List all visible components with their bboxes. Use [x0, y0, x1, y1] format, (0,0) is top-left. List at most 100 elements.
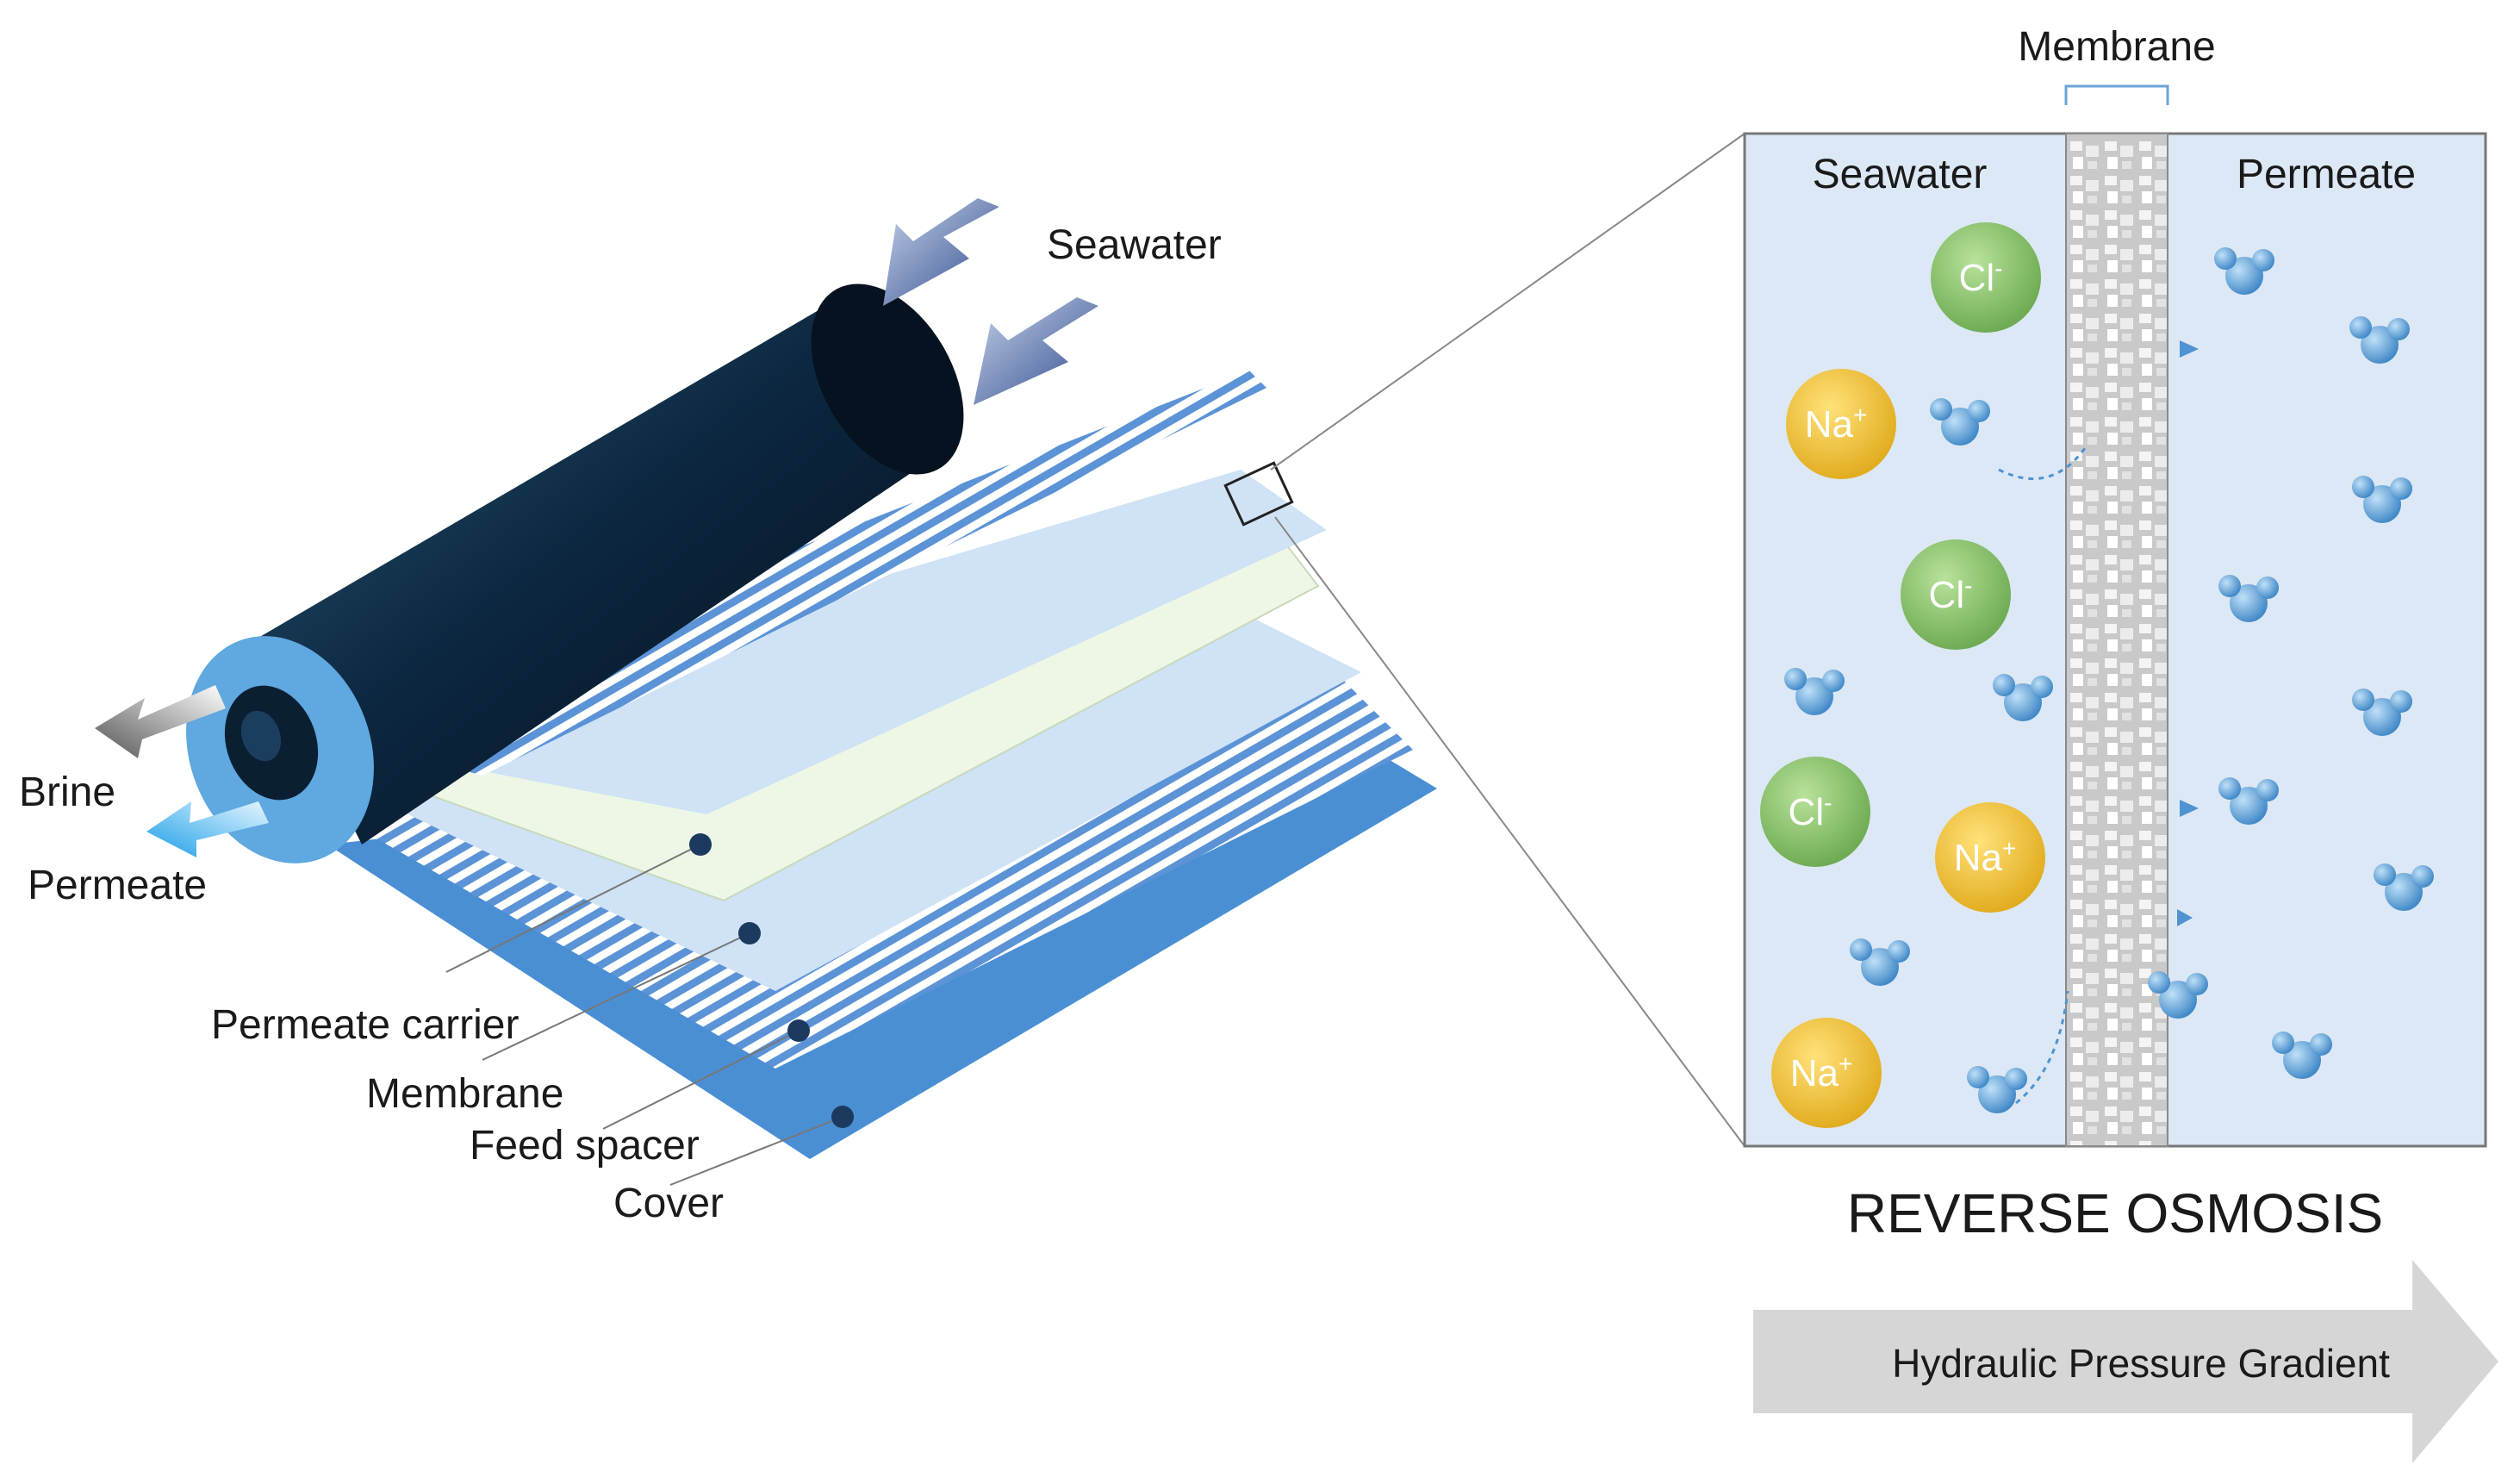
atom	[1888, 940, 1910, 963]
atom	[2363, 698, 2401, 736]
zoom-label-seawater: Seawater	[1813, 152, 1988, 197]
atom	[2005, 1068, 2027, 1090]
atom	[2218, 575, 2241, 597]
atom	[2374, 863, 2396, 886]
atom	[2252, 249, 2274, 271]
atom	[2352, 476, 2374, 498]
chloride-ion-4: Cl-	[1760, 757, 1870, 867]
ion-circle	[1786, 369, 1896, 479]
label-brine: Brine	[19, 770, 115, 815]
atom	[1861, 948, 1899, 986]
atom	[2159, 981, 2197, 1019]
atom	[2004, 683, 2042, 721]
atom	[2387, 318, 2410, 340]
ion-circle	[1771, 1018, 1882, 1128]
water-molecule-10	[2374, 863, 2434, 911]
water-molecules-group	[1784, 247, 2434, 1113]
atom	[2256, 779, 2279, 801]
diagram-title: REVERSE OSMOSIS	[1847, 1182, 2383, 1244]
atom	[2230, 584, 2268, 622]
atom	[1850, 938, 1872, 961]
leader-dot-feed-spacer	[787, 1019, 810, 1042]
ion-charge: -	[1994, 255, 2002, 282]
water-molecule-9	[2218, 777, 2279, 825]
leader-dot-cover	[831, 1106, 854, 1128]
atom	[1968, 400, 1990, 422]
zoom-label-permeate: Permeate	[2237, 152, 2416, 197]
passage-arrowhead-2	[2180, 800, 2199, 817]
ion-charge: +	[1853, 402, 1867, 428]
ion-charge: +	[1839, 1050, 1852, 1077]
atom	[1795, 677, 1833, 715]
passage-arrowhead-1	[2180, 340, 2199, 358]
atom	[2218, 777, 2241, 800]
label-membrane: Membrane	[366, 1071, 563, 1117]
zoom-connector-lines	[1270, 133, 1745, 1147]
atom	[2225, 257, 2263, 295]
water-passage-arrow-1	[1998, 447, 2087, 481]
atom	[2148, 971, 2170, 994]
chloride-ion-3: Cl-	[1901, 539, 2011, 650]
water-molecule-4	[2352, 476, 2412, 523]
atom	[2349, 316, 2372, 339]
leader-dot-permeate-carrier	[689, 833, 712, 856]
atom	[1822, 670, 1845, 692]
water-molecule-11	[1850, 938, 1910, 986]
label-cover: Cover	[613, 1181, 724, 1226]
zoom-panel: Membrane Seawater Permeate Cl-Na+Cl-Cl-N…	[1743, 24, 2487, 1148]
atom	[2310, 1033, 2332, 1056]
ion-circle	[1760, 757, 1870, 867]
water-molecule-6	[1993, 674, 2053, 721]
water-molecule-8	[2352, 689, 2412, 736]
zoom-membrane-title: Membrane	[2018, 24, 2215, 70]
zoom-source-box	[1223, 461, 1294, 527]
atom	[2411, 865, 2434, 888]
label-feed-spacer: Feed spacer	[470, 1123, 700, 1169]
ions-group: Cl-Na+Cl-Cl-Na+Na+	[1760, 222, 2045, 1128]
atom	[1784, 668, 1807, 690]
water-molecule-14	[1967, 1066, 2027, 1113]
label-permeate-carrier: Permeate carrier	[211, 1002, 519, 1048]
atom	[2390, 477, 2412, 500]
atom	[2272, 1032, 2294, 1054]
atom	[2214, 247, 2237, 270]
ion-charge: -	[1824, 789, 1832, 816]
pressure-gradient-label: Hydraulic Pressure Gradient	[1892, 1341, 2390, 1386]
water-molecule-2	[2349, 316, 2410, 364]
atom	[2385, 873, 2423, 911]
atom	[2186, 973, 2208, 995]
atom	[2256, 577, 2279, 599]
atom	[2230, 787, 2268, 825]
atom	[2031, 676, 2053, 698]
leader-dot-membrane	[738, 922, 761, 944]
water-molecule-12	[2148, 971, 2208, 1019]
atom	[1967, 1066, 1989, 1088]
seawater-inlet-arrow-1	[883, 198, 999, 306]
sodium-ion-5: Na+	[1935, 802, 2045, 913]
ion-circle	[1901, 539, 2011, 650]
water-molecule-5	[2218, 575, 2279, 622]
permeate-outlet-arrow	[146, 801, 269, 857]
atom	[2283, 1041, 2321, 1079]
atom	[1978, 1075, 2016, 1113]
atom	[1941, 408, 1979, 446]
water-molecule-7	[1784, 668, 1845, 715]
water-molecule-3	[1930, 398, 1990, 446]
ion-charge: -	[1964, 572, 1972, 599]
membrane-cross-section	[2065, 133, 2168, 1147]
brine-outlet-arrow	[95, 685, 226, 758]
atom	[2390, 690, 2412, 713]
passage-arrowhead-3	[2177, 909, 2193, 926]
pressure-gradient-arrow	[1753, 1260, 2498, 1463]
atom	[2363, 485, 2401, 523]
sodium-ion-6: Na+	[1771, 1018, 1882, 1128]
water-molecule-1	[2214, 247, 2274, 295]
water-passage-arrow-2	[2015, 990, 2069, 1105]
ion-circle	[1931, 222, 2041, 333]
permeate-tube-body	[258, 310, 949, 845]
label-permeate-outlet: Permeate	[28, 863, 207, 908]
label-seawater-inlet: Seawater	[1047, 222, 1222, 268]
spiral-module: Seawater Brine Permeate Permeate carrier…	[19, 198, 1437, 1226]
atom	[1930, 398, 1952, 421]
atom	[2352, 689, 2374, 711]
